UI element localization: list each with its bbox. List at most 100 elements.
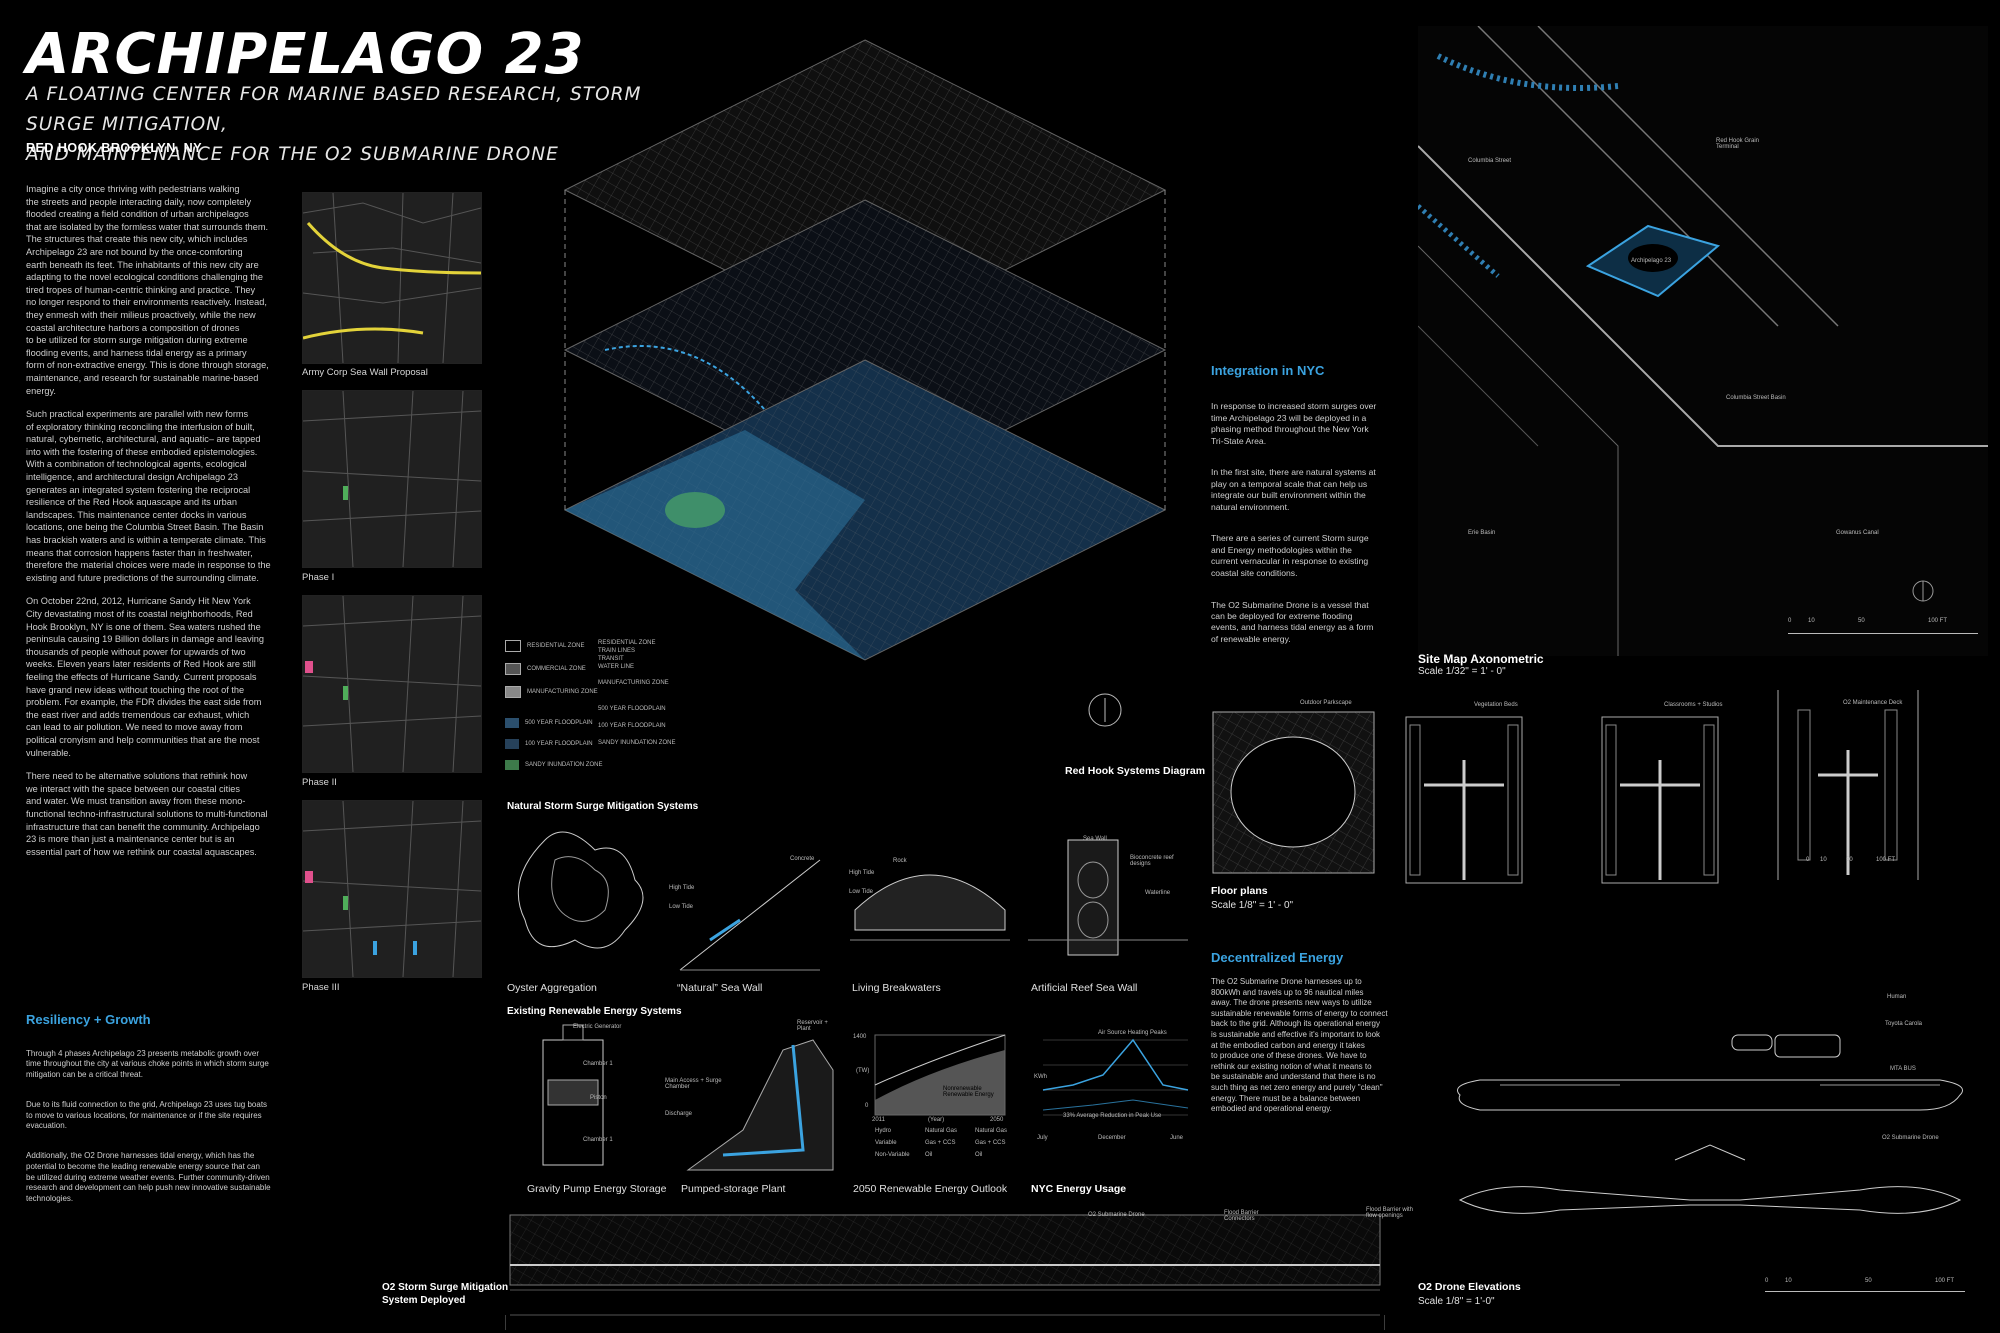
floor-label: Outdoor Parkscape xyxy=(1300,700,1352,706)
energy-label: Reservoir + Plant xyxy=(797,1020,828,1032)
floor-plan-drawing xyxy=(1212,711,1375,874)
site-map-axonometric xyxy=(1418,26,1988,656)
floor-scale-bar: 0 10 50 100 FT xyxy=(1806,857,1896,863)
natural-label: High Tide xyxy=(669,885,695,891)
deployed-label: Flood Barrier with flow openings xyxy=(1366,1207,1414,1219)
natural-label: Low Tide xyxy=(669,904,694,910)
energy-label: Main Access + Surge Chamber xyxy=(665,1078,722,1090)
integration-paragraph: In the first site, there are natural sys… xyxy=(1211,467,1376,512)
resiliency-paragraph: Additionally, the O2 Drone harnesses tid… xyxy=(26,1151,271,1203)
integration-paragraph: There are a series of current Storm surg… xyxy=(1211,533,1369,578)
elevations-svg xyxy=(1457,1034,1963,1214)
resiliency-heading: Resiliency + Growth xyxy=(26,1012,151,1027)
natural-label: Low Tide xyxy=(849,889,874,895)
army-corp-map xyxy=(302,192,482,364)
natural-caption: Oyster Aggregation xyxy=(507,982,597,994)
floor-plan-drawing xyxy=(1601,716,1719,884)
chart-axis-label: (TW) xyxy=(856,1068,870,1074)
deployed-system-svg xyxy=(505,1214,1385,1330)
site-label: Red Hook Grain Terminal xyxy=(1716,138,1760,150)
elevation-scale-bar: 0 10 50 100 FT xyxy=(1765,1278,1965,1292)
site-map-drawing xyxy=(1418,26,1988,656)
map-thumbnail xyxy=(303,391,481,567)
natural-label: Concrete xyxy=(790,856,815,862)
phase-3-caption: Phase III xyxy=(302,982,340,993)
subtitle-line-1: A FLOATING CENTER FOR MARINE BASED RESEA… xyxy=(26,84,642,135)
renewable-chart-legend: Hydro Natural Gas Natural Gas Variable G… xyxy=(875,1128,1008,1158)
resiliency-paragraph: Through 4 phases Archipelago 23 presents… xyxy=(26,1048,269,1079)
floor-plan-drawing xyxy=(1405,716,1523,884)
chart-tick: 1400 xyxy=(853,1034,867,1040)
renewable-chart-svg xyxy=(874,1034,1006,1116)
site-label: Columbia Street Basin xyxy=(1726,395,1786,401)
intro-paragraph: There need to be alternative solutions t… xyxy=(26,771,268,857)
chart-tick: July xyxy=(1037,1135,1048,1141)
deployed-label: Flood Barrier Connectors xyxy=(1224,1210,1259,1222)
map-thumbnail xyxy=(303,193,481,363)
integration-paragraph: In response to increased storm surges ov… xyxy=(1211,401,1377,446)
natural-systems-heading: Natural Storm Surge Mitigation Systems xyxy=(507,801,699,812)
renewable-outlook-chart xyxy=(850,1030,1010,1160)
legend-item: 500 YEAR FLOODPLAIN xyxy=(505,718,695,728)
chart-tick: 2050 xyxy=(990,1117,1004,1123)
floor-plans-scale: Scale 1/8" = 1' - 0" xyxy=(1211,900,1294,911)
natural-label: Bioconcrete reef designs xyxy=(1130,855,1174,867)
site-map-scale: Scale 1/32" = 1' - 0" xyxy=(1418,666,1506,677)
gravity-pump-drawing xyxy=(528,1020,618,1170)
resiliency-paragraph: Due to its fluid connection to the grid,… xyxy=(26,1099,268,1131)
energy-label: Piston xyxy=(590,1095,607,1101)
project-location: RED HOOK BROOKLYN, NY xyxy=(26,141,203,155)
chart-tick: (Year) xyxy=(928,1117,945,1123)
elevation-label: Toyota Carola xyxy=(1885,1021,1923,1027)
project-title: ARCHIPELAGO 23 xyxy=(26,22,585,87)
map-thumbnail xyxy=(303,801,481,977)
decentralized-text: The O2 Submarine Drone harnesses up to 8… xyxy=(1211,977,1388,1114)
natural-label: Sea Wall xyxy=(1083,836,1107,842)
elevations-scale: Scale 1/8" = 1'-0" xyxy=(1418,1296,1495,1307)
integration-heading: Integration in NYC xyxy=(1211,363,1325,378)
floor-label: Vegetation Beds xyxy=(1474,702,1518,708)
legend-item: COMMERCIAL ZONE xyxy=(505,663,695,675)
pumped-storage-drawing xyxy=(683,1030,838,1175)
energy-label: Electric Generator xyxy=(573,1024,622,1030)
reef-seawall-drawing xyxy=(1028,830,1188,970)
phase-3-map xyxy=(302,800,482,978)
chart-note: 33% Average Reduction in Peak Use xyxy=(1063,1113,1162,1119)
site-label: Archipelago 23 xyxy=(1631,258,1672,264)
chart-tick: June xyxy=(1170,1135,1184,1141)
floor-plan-circle xyxy=(1211,710,1376,875)
chart-axis-label: KWh xyxy=(1034,1074,1048,1080)
site-label: Columbia Street xyxy=(1468,158,1512,164)
systems-legend-2: RESIDENTIAL ZONE TRAIN LINES TRANSIT WAT… xyxy=(598,640,676,746)
resiliency-text: Through 4 phases Archipelago 23 presents… xyxy=(26,1038,316,1224)
elevation-label: MTA BUS xyxy=(1890,1066,1916,1072)
decentralized-heading: Decentralized Energy xyxy=(1211,950,1344,965)
natural-label: Waterline xyxy=(1145,890,1171,896)
drone-elevations-drawing xyxy=(1440,985,1990,1235)
energy-label: Discharge xyxy=(665,1111,693,1117)
site-label: Erie Basin xyxy=(1468,530,1496,536)
systems-legend: RESIDENTIAL ZONE COMMERCIAL ZONE MANUFAC… xyxy=(505,640,695,770)
army-corp-caption: Army Corp Sea Wall Proposal xyxy=(302,367,428,378)
integration-text: In response to increased storm surges ov… xyxy=(1211,390,1401,666)
energy-caption: 2050 Renewable Energy Outlook xyxy=(853,1183,1008,1195)
natural-label: Rock xyxy=(893,858,907,864)
phase-2-map xyxy=(302,595,482,773)
deployed-caption: O2 Storm Surge Mitigation System Deploye… xyxy=(382,1282,509,1306)
chart-tick: December xyxy=(1098,1135,1126,1141)
chart-title: Air Source Heating Peaks xyxy=(1098,1030,1167,1036)
phase-1-map xyxy=(302,390,482,568)
site-map-title: Site Map Axonometric xyxy=(1418,652,1544,666)
natural-caption: “Natural” Sea Wall xyxy=(677,982,763,994)
phase-2-caption: Phase II xyxy=(302,777,337,788)
stacked-map-drawing xyxy=(563,39,1167,727)
site-label: Gowanus Canal xyxy=(1836,530,1879,536)
project-subtitle: A FLOATING CENTER FOR MARINE BASED RESEA… xyxy=(26,80,706,170)
energy-label: Chamber 1 xyxy=(583,1137,613,1143)
floor-label: Classrooms + Studios xyxy=(1664,702,1723,708)
floor-plan-veg xyxy=(1404,715,1524,885)
red-hook-systems-diagram xyxy=(545,30,1185,810)
natural-label: High Tide xyxy=(849,870,875,876)
intro-paragraph: On October 22nd, 2012, Hurricane Sandy H… xyxy=(26,596,265,758)
chart-inner-label: Nonrenewable Renewable Energy xyxy=(943,1086,994,1098)
